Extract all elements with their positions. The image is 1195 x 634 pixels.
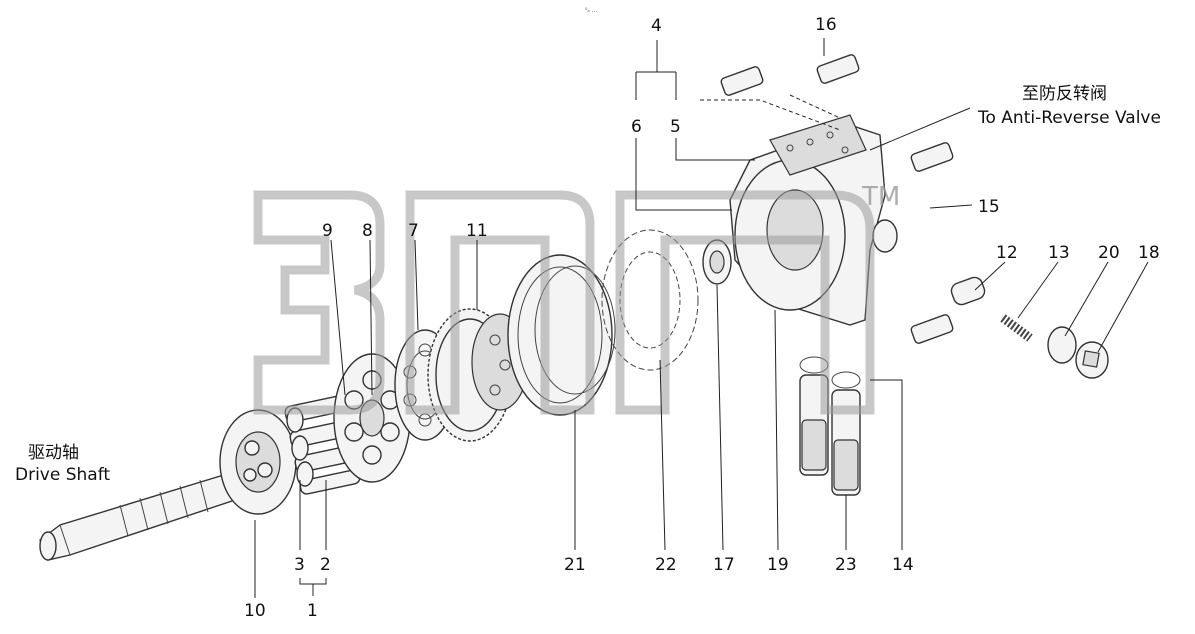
drive-shaft-label-cn: 驱动轴 bbox=[28, 443, 79, 463]
label-15: 15 bbox=[978, 197, 1000, 217]
label-9: 9 bbox=[322, 221, 333, 241]
part-23-valve-b bbox=[831, 371, 861, 496]
label-6: 6 bbox=[631, 117, 642, 137]
label-1: 1 bbox=[307, 601, 318, 621]
part-20-washer bbox=[1047, 326, 1077, 364]
part-12-plug bbox=[950, 276, 986, 306]
part-13-spring bbox=[1000, 314, 1033, 342]
corner-mark: ⁰ₐ ... bbox=[585, 7, 597, 14]
label-14: 14 bbox=[892, 555, 914, 575]
label-17: 17 bbox=[713, 555, 735, 575]
label-12: 12 bbox=[996, 243, 1018, 263]
piston-assembly bbox=[284, 393, 366, 495]
part-10-flange bbox=[219, 409, 297, 515]
label-20: 20 bbox=[1098, 243, 1120, 263]
label-10: 10 bbox=[244, 601, 266, 621]
label-11: 11 bbox=[466, 221, 488, 241]
drive-shaft bbox=[39, 469, 253, 561]
part-17-bearing bbox=[702, 239, 732, 285]
bolt-right-a bbox=[910, 142, 954, 172]
label-16: 16 bbox=[815, 15, 837, 35]
label-4: 4 bbox=[651, 16, 662, 36]
label-8: 8 bbox=[362, 221, 373, 241]
label-3: 3 bbox=[294, 555, 305, 575]
part-18-cap bbox=[1075, 341, 1109, 379]
label-19: 19 bbox=[767, 555, 789, 575]
label-5: 5 bbox=[670, 117, 681, 137]
bolt-16b bbox=[816, 54, 860, 84]
part-number-labels: 4 6 5 16 15 12 13 20 18 9 8 7 11 3 2 1 1… bbox=[244, 15, 1160, 621]
bolt-right-b bbox=[910, 314, 954, 344]
label-22: 22 bbox=[655, 555, 677, 575]
label-2: 2 bbox=[320, 555, 331, 575]
label-18: 18 bbox=[1138, 243, 1160, 263]
bolt-16a bbox=[720, 66, 764, 96]
label-13: 13 bbox=[1048, 243, 1070, 263]
label-21: 21 bbox=[564, 555, 586, 575]
watermark: TM bbox=[253, 182, 900, 415]
anti-reverse-label-cn: 至防反转阀 bbox=[1022, 84, 1107, 104]
drive-shaft-label-en: Drive Shaft bbox=[15, 465, 110, 485]
leader-lines bbox=[254, 38, 1149, 598]
anti-reverse-label-en: To Anti-Reverse Valve bbox=[977, 108, 1161, 128]
watermark-tm: TM bbox=[861, 182, 900, 212]
text-labels: 驱动轴 Drive Shaft 至防反转阀 To Anti-Reverse Va… bbox=[15, 84, 1161, 485]
label-7: 7 bbox=[408, 221, 419, 241]
label-23: 23 bbox=[835, 555, 857, 575]
part-21-ring bbox=[507, 254, 616, 416]
